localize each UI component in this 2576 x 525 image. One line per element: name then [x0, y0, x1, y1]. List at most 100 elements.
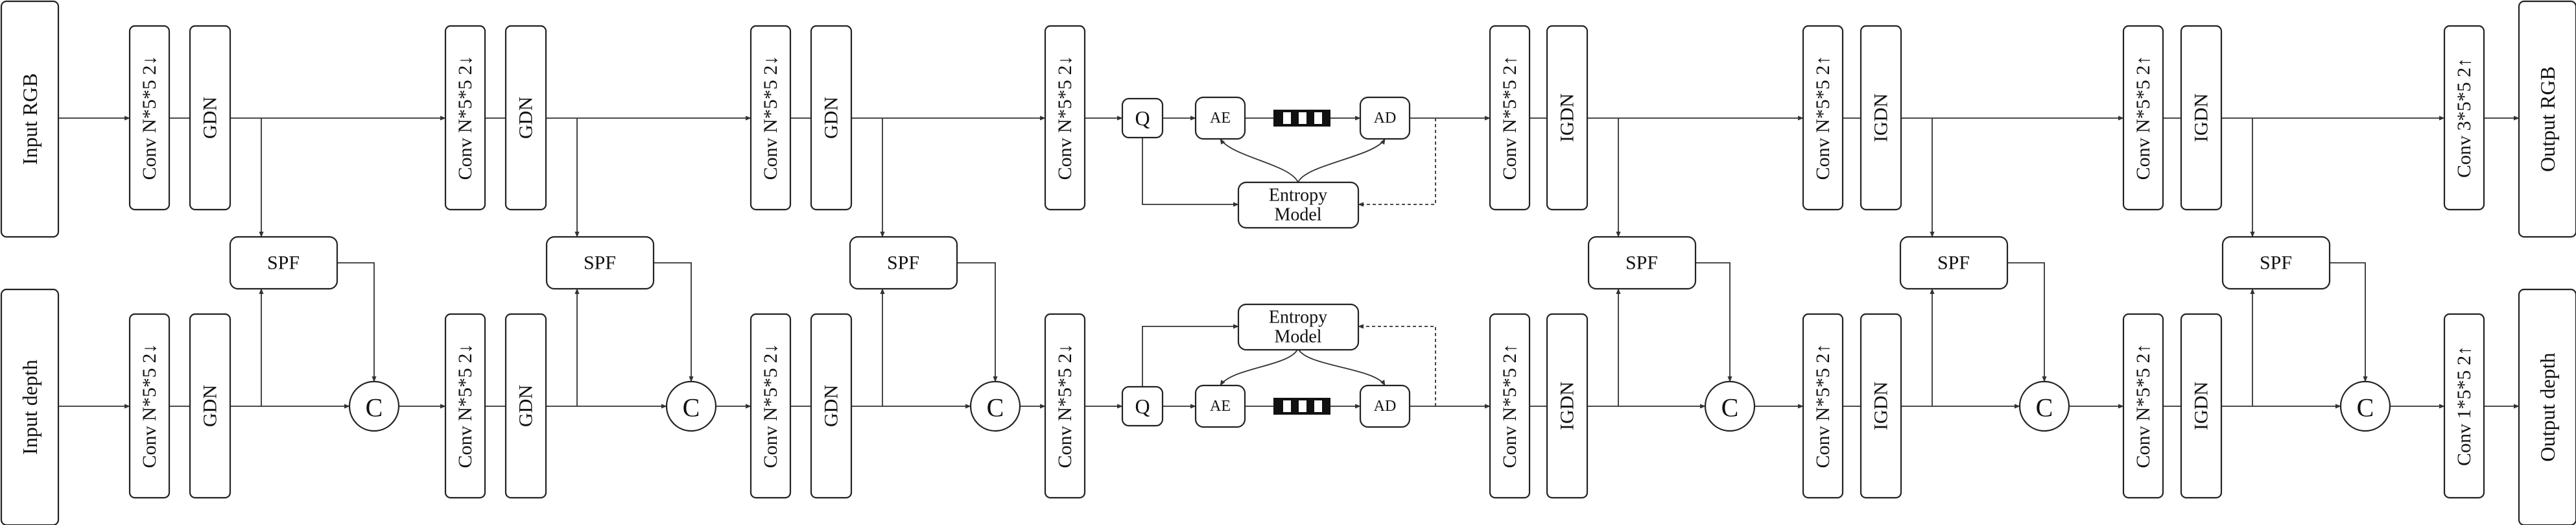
ae-depth: AE: [1194, 384, 1246, 428]
enc-conv-depth-1-label: Conv N*5*5 2↓: [139, 344, 160, 469]
dec-igdn-depth-3-label: IGDN: [2191, 382, 2212, 430]
enc-conv-depth-2: Conv N*5*5 2↓: [444, 313, 486, 499]
dec-concat-label-2: C: [2036, 393, 2053, 422]
dec-spf-label-1: SPF: [1625, 252, 1658, 274]
enc-conv-rgb-1-label: Conv N*5*5 2↓: [139, 56, 160, 180]
wire-spf-to-concat-enc-1: [337, 262, 377, 382]
enc-gdn-depth-1: GDN: [189, 313, 231, 499]
dec-conv-rgb-2-label: Conv N*5*5 2↑: [1812, 56, 1834, 180]
wire-spf-to-concat-dec-1: [1696, 262, 1732, 382]
dec-igdn-rgb-2-label: IGDN: [1871, 93, 1892, 142]
dec-igdn-depth-3: IGDN: [2180, 313, 2223, 499]
enc-gdn-depth-1-label: GDN: [200, 385, 221, 427]
enc-concat-2: C: [665, 380, 717, 432]
entropy-model-line1-depth: Entropy: [1269, 308, 1327, 328]
ad-label-depth: AD: [1374, 398, 1397, 415]
dec-conv-rgb-2: Conv N*5*5 2↑: [1802, 25, 1844, 211]
enc-conv-rgb-2-label: Conv N*5*5 2↓: [455, 56, 476, 180]
enc-conv-depth-3-label: Conv N*5*5 2↓: [760, 344, 781, 469]
enc-gdn-depth-3-label: GDN: [821, 385, 842, 427]
dec-concat-1: C: [1704, 380, 1756, 432]
input-rgb-box-label: Input RGB: [18, 73, 41, 165]
enc-conv-rgb-4: Conv N*5*5 2↓: [1044, 25, 1086, 211]
enc-spf-label-2: SPF: [584, 252, 616, 274]
enc-gdn-rgb-2: GDN: [504, 25, 547, 211]
dec-conv-depth-1: Conv N*5*5 2↑: [1489, 313, 1531, 499]
dec-spf-label-2: SPF: [1937, 252, 1970, 274]
dashed-feedback-depth: [1358, 324, 1436, 406]
enc-gdn-rgb-1-label: GDN: [200, 97, 221, 139]
entropy-model-line2-depth: Model: [1274, 327, 1321, 347]
dec-igdn-depth-2-label: IGDN: [1871, 382, 1892, 430]
enc-spf-1: SPF: [229, 236, 338, 290]
enc-conv-rgb-3: Conv N*5*5 2↓: [750, 25, 792, 211]
enc-spf-3: SPF: [849, 236, 958, 290]
enc-gdn-rgb-3: GDN: [810, 25, 853, 211]
ae-label-depth: AE: [1210, 398, 1231, 415]
dec-igdn-depth-2: IGDN: [1860, 313, 1902, 499]
enc-conv-rgb-2: Conv N*5*5 2↓: [444, 25, 486, 211]
entropy-model-line1-rgb: Entropy: [1269, 186, 1327, 206]
dec-igdn-rgb-1: IGDN: [1546, 25, 1589, 211]
enc-conv-rgb-1: Conv N*5*5 2↓: [128, 25, 171, 211]
dec-concat-3: C: [2339, 380, 2391, 432]
curve-em-ad-rgb: [1297, 138, 1386, 183]
dec-spf-label-3: SPF: [2260, 252, 2292, 274]
enc-concat-1: C: [348, 380, 400, 432]
quantizer-depth: Q: [1121, 385, 1164, 427]
dec-conv-depth-1-label: Conv N*5*5 2↑: [1499, 344, 1520, 469]
enc-conv-rgb-4-label: Conv N*5*5 2↓: [1054, 56, 1076, 180]
enc-gdn-depth-2-label: GDN: [515, 385, 537, 427]
dec-spf-2: SPF: [1899, 236, 2009, 290]
dec-igdn-rgb-3-label: IGDN: [2191, 93, 2212, 142]
ae-rgb: AE: [1194, 96, 1246, 140]
dec-igdn-depth-1-label: IGDN: [1557, 382, 1578, 430]
dec-igdn-depth-1: IGDN: [1546, 313, 1589, 499]
enc-gdn-rgb-2-label: GDN: [515, 97, 537, 139]
dec-igdn-rgb-2: IGDN: [1860, 25, 1902, 211]
input-rgb-box: Input RGB: [0, 0, 60, 238]
enc-spf-label-3: SPF: [887, 252, 919, 274]
enc-conv-depth-4: Conv N*5*5 2↓: [1044, 313, 1086, 499]
dec-conv-depth-3: Conv N*5*5 2↑: [2122, 313, 2164, 499]
wire-q-em-rgb: [1142, 138, 1239, 207]
quantizer-rgb: Q: [1121, 97, 1164, 139]
bitstream-icon-depth: [1273, 398, 1330, 415]
dec-conv-depth-3-label: Conv N*5*5 2↑: [2133, 344, 2154, 469]
input-depth-box: Input depth: [0, 288, 60, 525]
entropy-model-line2-rgb: Model: [1274, 205, 1321, 225]
dec-spf-1: SPF: [1587, 236, 1697, 290]
enc-conv-depth-3: Conv N*5*5 2↓: [750, 313, 792, 499]
curve-em-ad-depth: [1297, 348, 1386, 386]
output-rgb-box: Output RGB: [2518, 0, 2576, 238]
dec-conv-rgb-1: Conv N*5*5 2↑: [1489, 25, 1531, 211]
ae-label-rgb: AE: [1210, 110, 1231, 127]
enc-conv-depth-1: Conv N*5*5 2↓: [128, 313, 171, 499]
output-rgb-box-label: Output RGB: [2536, 66, 2559, 172]
output-depth-box-label: Output depth: [2536, 353, 2559, 462]
enc-conv-depth-4-label: Conv N*5*5 2↓: [1054, 344, 1076, 469]
output-depth-box: Output depth: [2518, 288, 2576, 525]
dec-conv-rgb-3: Conv N*5*5 2↑: [2122, 25, 2164, 211]
enc-concat-label-1: C: [366, 393, 383, 422]
enc-gdn-depth-3: GDN: [810, 313, 853, 499]
ad-label-rgb: AD: [1374, 110, 1397, 127]
enc-spf-label-1: SPF: [267, 252, 300, 274]
dec-concat-label-1: C: [1721, 393, 1739, 422]
dec-conv-depth-2: Conv N*5*5 2↑: [1802, 313, 1844, 499]
dec-conv-depth-final: Conv 1*5*5 2↑: [2443, 313, 2485, 499]
wire-spf-to-concat-dec-2: [2007, 262, 2047, 382]
enc-gdn-rgb-1: GDN: [189, 25, 231, 211]
enc-gdn-depth-2: GDN: [504, 313, 547, 499]
curve-em-ae-depth: [1220, 348, 1299, 386]
enc-conv-depth-2-label: Conv N*5*5 2↓: [455, 344, 476, 469]
dec-conv-rgb-final: Conv 3*5*5 2↑: [2443, 25, 2485, 211]
enc-conv-rgb-3-label: Conv N*5*5 2↓: [760, 56, 781, 180]
wire-spf-to-concat-enc-3: [957, 262, 998, 382]
enc-concat-label-3: C: [987, 393, 1004, 422]
curve-em-ae-rgb: [1220, 138, 1299, 183]
dec-spf-3: SPF: [2221, 236, 2331, 290]
